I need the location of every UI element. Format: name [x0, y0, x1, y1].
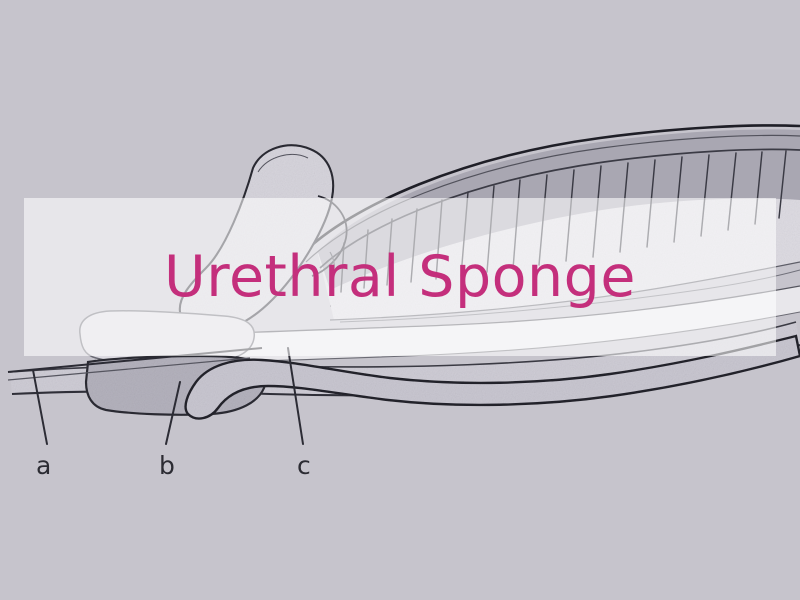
leader-line-c — [287, 347, 304, 445]
label-b: b — [159, 451, 175, 480]
leader-lines — [32, 347, 304, 445]
label-c: c — [297, 451, 311, 480]
sponge-body-hook — [184, 334, 800, 420]
leader-line-a — [32, 369, 48, 445]
label-a: a — [36, 451, 52, 480]
leader-line-b — [165, 381, 181, 445]
page-title: Urethral Sponge — [164, 244, 636, 310]
